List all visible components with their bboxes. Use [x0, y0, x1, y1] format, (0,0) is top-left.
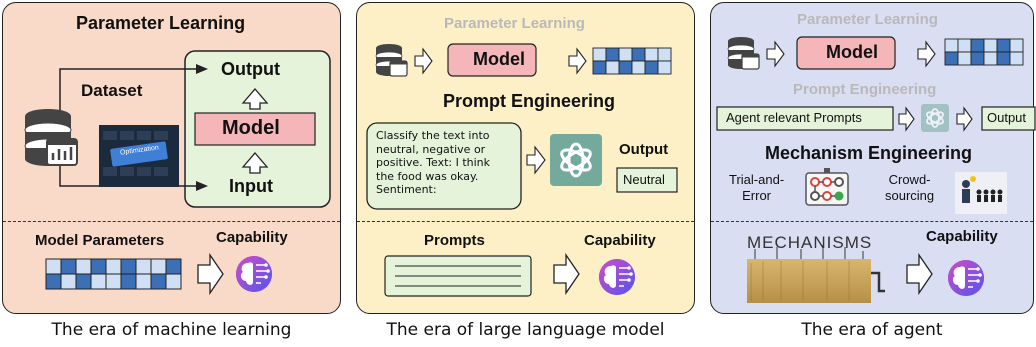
arrow-right-icon	[917, 40, 936, 68]
parameter-grid	[45, 258, 182, 290]
output-label: Output	[221, 59, 280, 79]
openai-logo-icon	[921, 104, 949, 132]
caption-agent: The era of agent	[801, 320, 943, 340]
param-learning-title: Parameter Learning	[797, 11, 938, 28]
optimization-photo	[99, 125, 179, 187]
arrow-right-icon	[906, 252, 933, 296]
network-icon	[805, 168, 849, 206]
divider	[711, 221, 1033, 222]
divider	[357, 221, 694, 222]
brain-icon	[599, 259, 635, 295]
capability-label: Capability	[926, 228, 998, 245]
panel-llm: Parameter Learning	[356, 2, 695, 314]
output-label: Output	[619, 141, 669, 158]
input-label: Input	[229, 176, 273, 196]
ml-diagram	[24, 50, 331, 296]
prompt-engineering-title: Prompt Engineering	[793, 81, 937, 98]
capability-label: Capability	[584, 232, 656, 249]
arrow-right-icon	[526, 145, 546, 175]
trial-and-error-label: Trial-and- Error	[729, 172, 785, 203]
output-value: Neutral	[623, 172, 665, 187]
divider	[3, 221, 340, 222]
panel-machine-learning: Parameter Learning	[2, 2, 341, 314]
arrow-right-icon	[553, 252, 580, 296]
arrow-right-icon	[898, 106, 915, 132]
openai-logo-icon	[550, 134, 602, 186]
database-icon	[375, 44, 408, 77]
prompts-label: Prompts	[424, 232, 485, 249]
dataset-label: Dataset	[81, 81, 143, 100]
arrow-right-icon	[956, 106, 973, 132]
arrow-right-icon	[766, 40, 785, 68]
parameter-grid	[944, 38, 1024, 66]
crowd-icon	[955, 172, 1007, 214]
mechanism-engineering-title: Mechanism Engineering	[765, 143, 973, 163]
database-icon	[727, 37, 760, 70]
prompt-engineering-title: Prompt Engineering	[443, 91, 616, 111]
parameter-grid	[592, 47, 672, 75]
crowdsourcing-label: Crowd- sourcing	[885, 172, 935, 203]
database-icon	[24, 109, 78, 166]
brain-icon	[948, 260, 984, 296]
arrow-right-icon	[197, 252, 224, 296]
brain-icon	[236, 256, 272, 292]
arrow-right-icon	[414, 47, 433, 75]
prompt-text: Classify the text into neutral, negative…	[376, 129, 491, 196]
model-box: Model	[826, 42, 878, 62]
panel-title: Parameter Learning	[76, 13, 246, 33]
arrow-up-icon	[241, 88, 269, 174]
capability-label: Capability	[216, 229, 288, 246]
caption-ml: The era of machine learning	[51, 320, 292, 340]
model-parameters-label: Model Parameters	[35, 232, 165, 249]
panel-agent: Parameter Learning	[710, 2, 1036, 314]
agent-prompts-box: Agent relevant Prompts	[726, 110, 862, 125]
llm-diagram	[366, 43, 678, 297]
param-learning-title: Parameter Learning	[444, 15, 585, 32]
mechanisms-sign	[747, 245, 885, 303]
model-box: Model	[222, 117, 280, 139]
arrow-right-icon	[568, 47, 587, 75]
output-box: Output	[987, 110, 1027, 125]
model-box: Model	[473, 49, 525, 69]
caption-llm: The era of large language model	[386, 320, 665, 340]
agent-diagram	[716, 36, 1036, 303]
mechanisms-word: MECHANISMS	[747, 233, 873, 252]
